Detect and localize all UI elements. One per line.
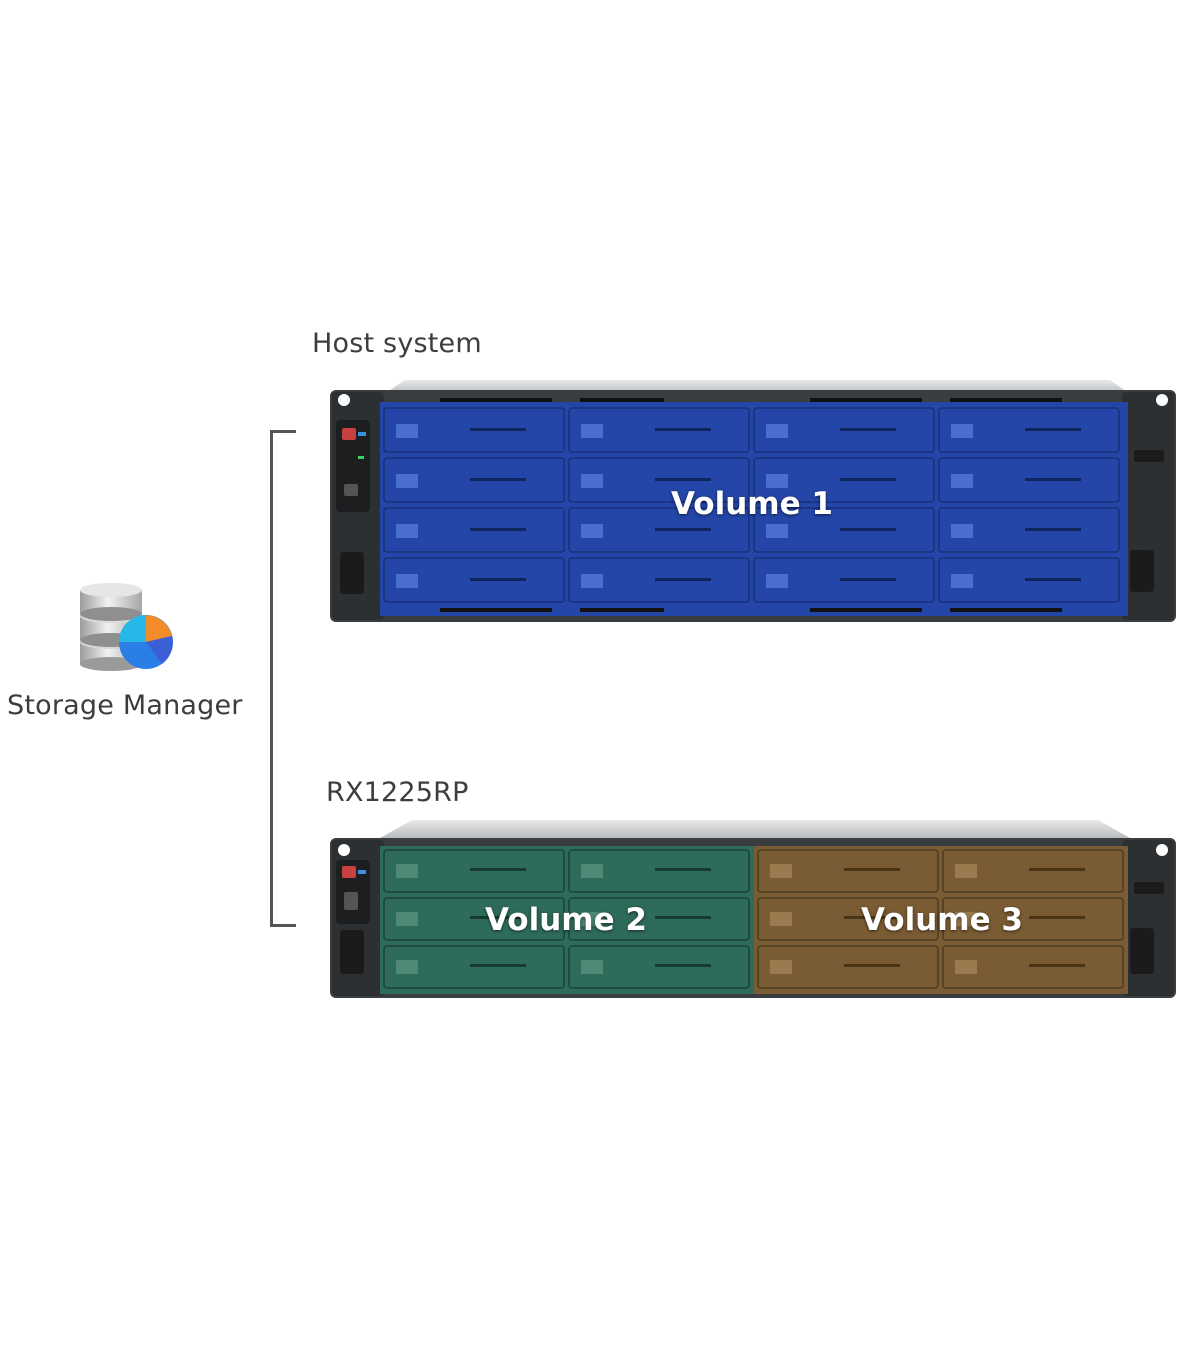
- storage-manager-icon: [76, 580, 180, 674]
- connection-bracket: [270, 430, 296, 927]
- expansion-rack-unit: [330, 816, 1176, 1000]
- volume-3-label: Volume 3: [861, 902, 1023, 938]
- storage-manager-label: Storage Manager: [7, 690, 243, 721]
- host-rack-unit: [330, 368, 1176, 624]
- volume-1-label: Volume 1: [671, 486, 833, 522]
- expansion-unit-label: RX1225RP: [326, 777, 469, 808]
- volume-2-label: Volume 2: [485, 902, 647, 938]
- host-system-label: Host system: [312, 328, 482, 359]
